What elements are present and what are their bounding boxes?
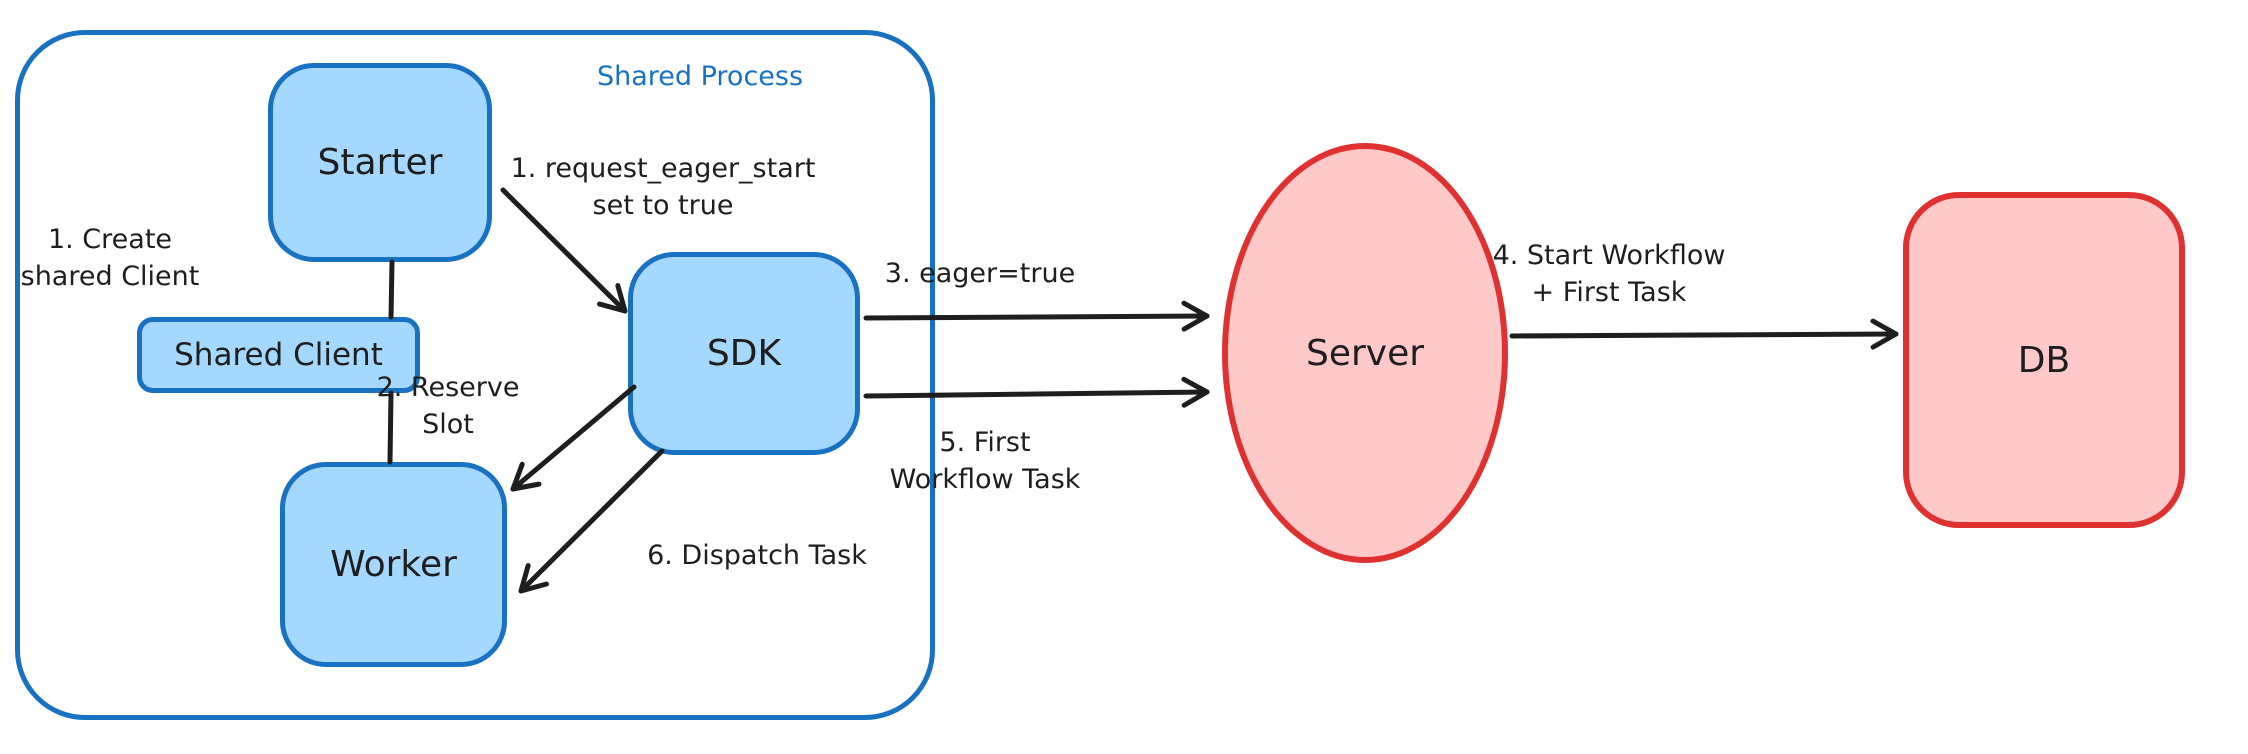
label-dispatch-task: 6. Dispatch Task: [647, 540, 867, 571]
node-server: Server: [1222, 143, 1508, 563]
node-shared-client: Shared Client: [137, 317, 420, 393]
arrow-start-workflow: [1509, 318, 1899, 350]
shared-process-label: Shared Process: [596, 61, 804, 92]
label-start-workflow: 4. Start Workflow + First Task: [1492, 240, 1726, 308]
db-label: DB: [2017, 339, 2071, 381]
starter-label: Starter: [317, 142, 443, 183]
shared-client-label: Shared Client: [174, 337, 383, 373]
label-first-workflow-task: 5. First Workflow Task: [889, 427, 1081, 495]
label-request-eager-start: 1. request_eager_start set to true: [510, 153, 816, 221]
node-db: DB: [1903, 192, 2185, 528]
worker-label: Worker: [330, 544, 457, 585]
label-eager-true: 3. eager=true: [884, 258, 1076, 289]
sdk-label: SDK: [706, 333, 782, 374]
node-sdk: SDK: [628, 252, 860, 455]
label-reserve-slot: 2. Reserve Slot: [376, 372, 520, 440]
server-label: Server: [1305, 332, 1425, 374]
shared-process-container: Shared Process: [15, 30, 935, 720]
label-create-shared-client: 1. Create shared Client: [20, 224, 200, 292]
node-starter: Starter: [268, 63, 492, 262]
node-worker: Worker: [280, 462, 507, 667]
